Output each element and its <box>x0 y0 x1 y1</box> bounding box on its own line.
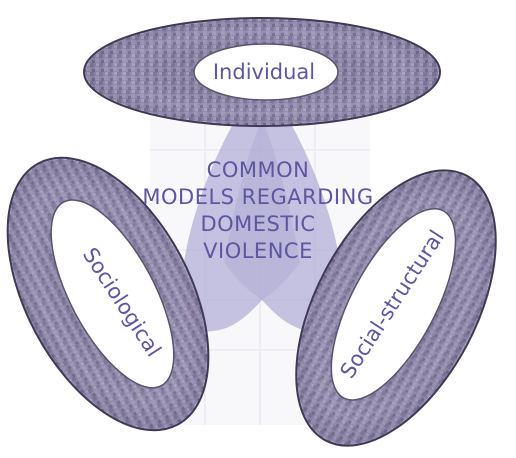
center-title-line-3: DOMESTIC <box>0 211 516 237</box>
center-title-line-1: COMMON <box>0 157 516 183</box>
center-title-line-2: MODELS REGARDING <box>0 184 516 210</box>
individual-label: Individual <box>213 60 315 84</box>
center-title-line-4: VIOLENCE <box>0 238 516 264</box>
